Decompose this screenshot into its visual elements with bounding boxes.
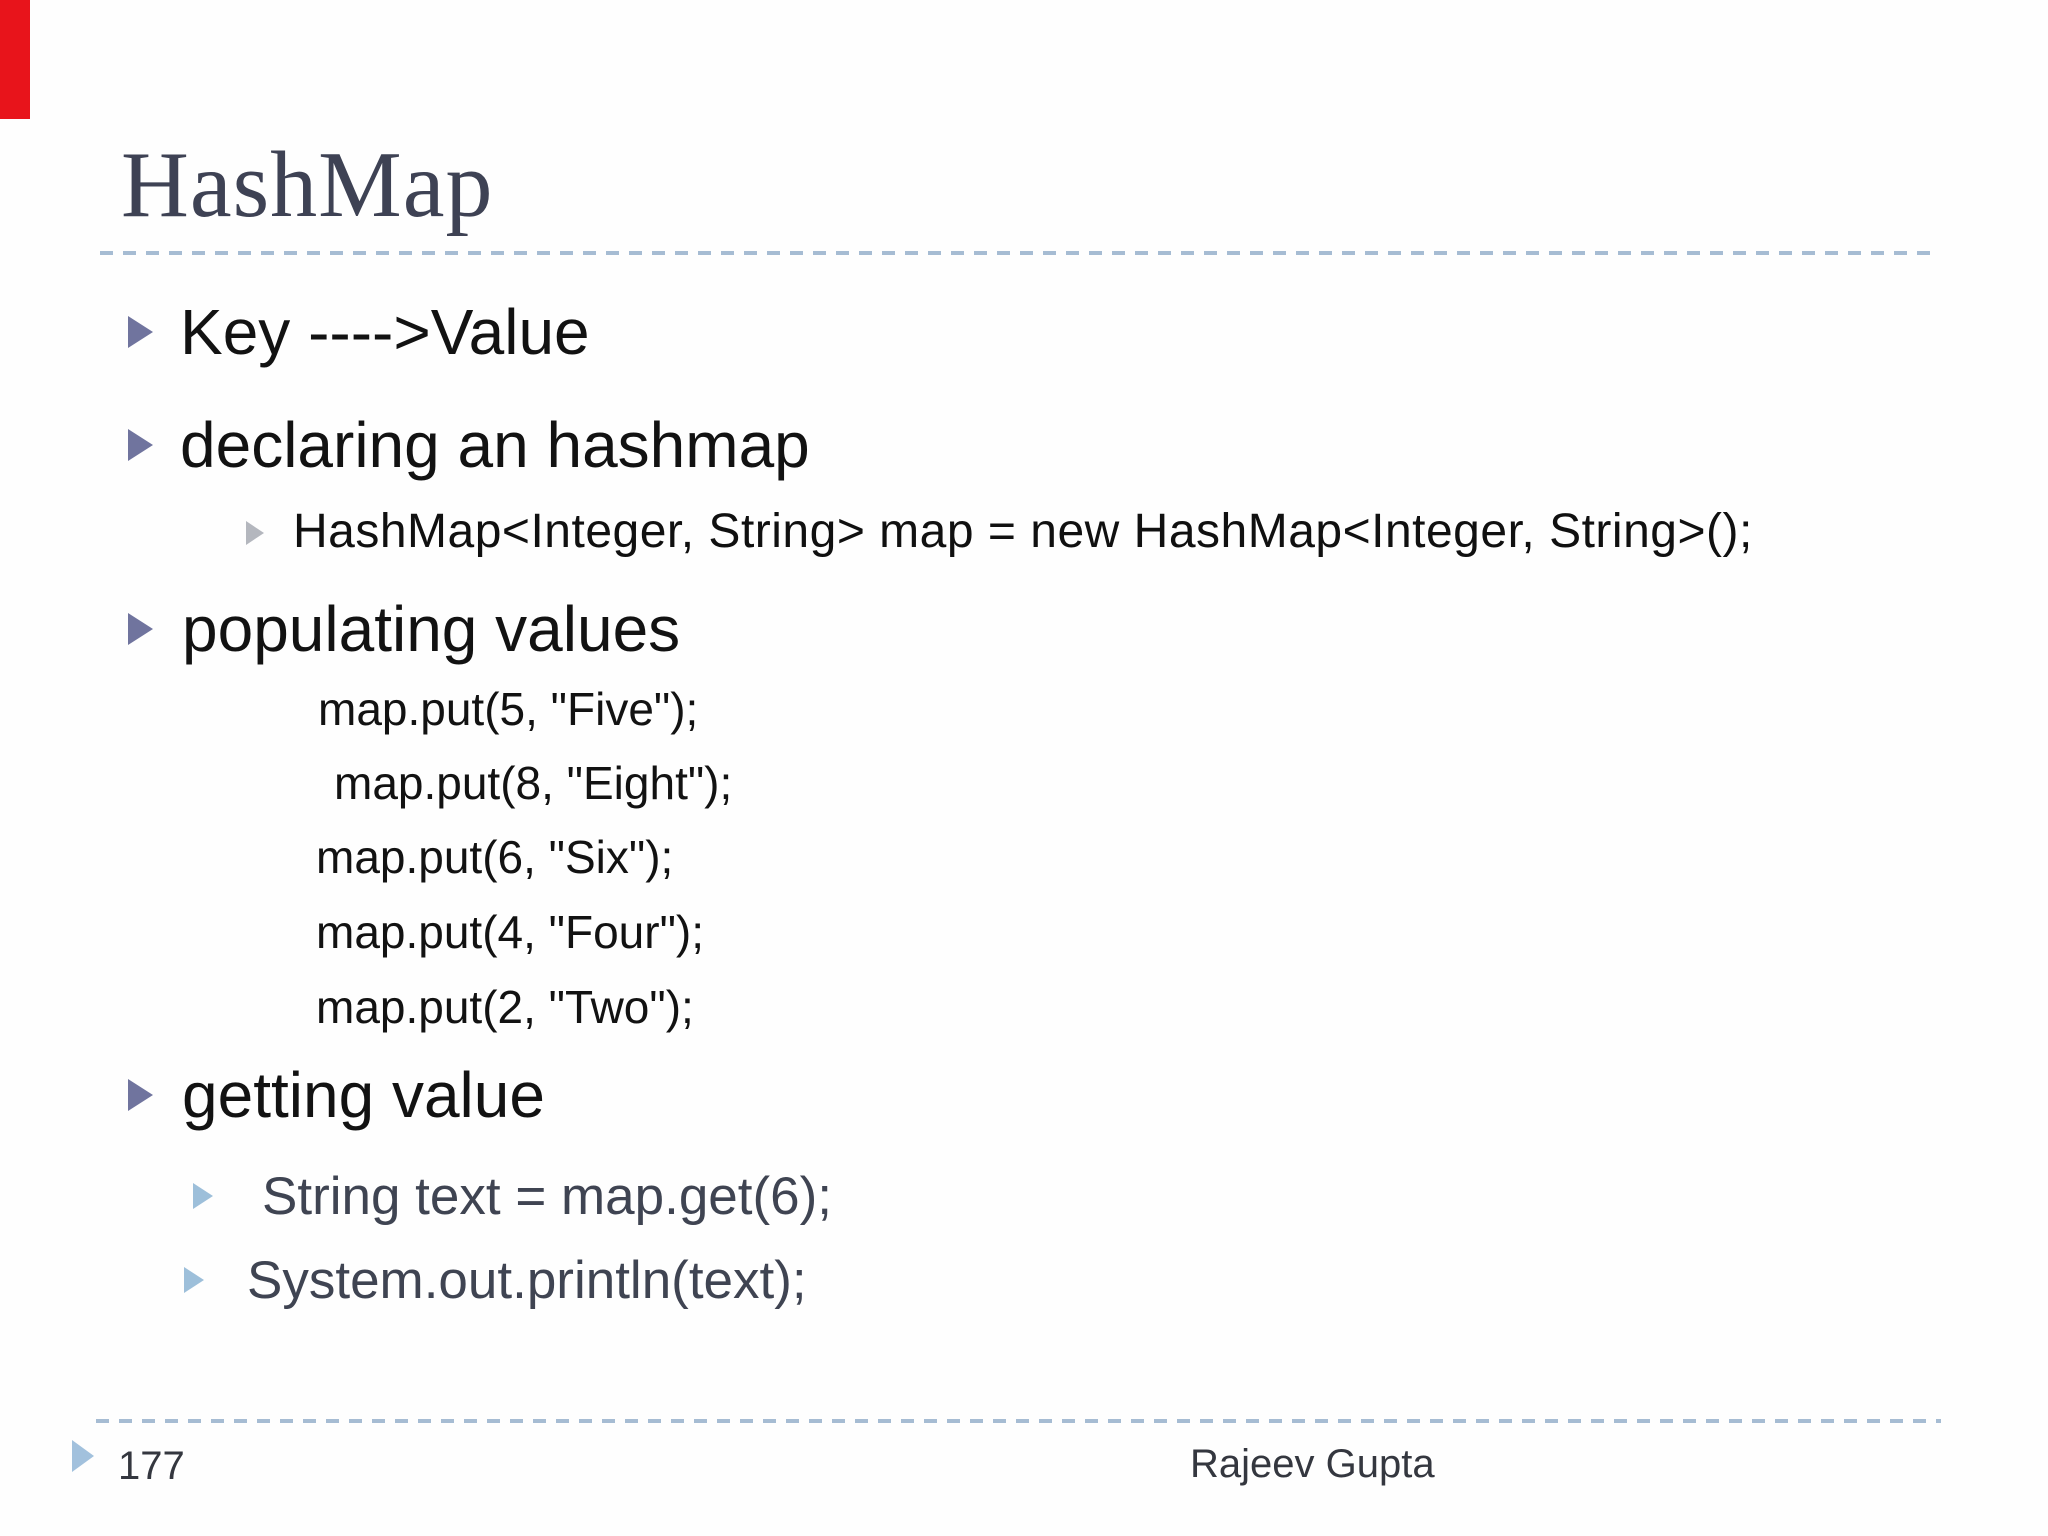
- page-number: 177: [118, 1444, 185, 1488]
- bullet-item-declaring: declaring an hashmap: [180, 409, 810, 481]
- sub-bullet-triangle-icon: [246, 521, 264, 545]
- title-divider-dashed-line: [100, 251, 1940, 255]
- code-line-map-get: String text = map.get(6);: [262, 1167, 833, 1226]
- bullet-item-getting-value: getting value: [182, 1059, 545, 1131]
- footer-triangle-icon: [72, 1440, 94, 1472]
- bullet-triangle-icon: [128, 613, 153, 645]
- red-accent-bar: [0, 0, 30, 119]
- code-line-put-six: map.put(6, "Six");: [316, 831, 674, 883]
- footer-divider-dashed-line: [96, 1419, 1941, 1423]
- bullet-triangle-icon: [128, 429, 153, 461]
- bullet-triangle-icon: [128, 1079, 153, 1111]
- code-line-put-eight: map.put(8, "Eight");: [334, 757, 733, 809]
- code-line-println: System.out.println(text);: [247, 1251, 807, 1310]
- code-line-put-two: map.put(2, "Two");: [316, 981, 694, 1033]
- bullet-item-populating: populating values: [182, 593, 681, 665]
- code-line-declaration: HashMap<Integer, String> map = new HashM…: [293, 505, 1753, 558]
- footer-author: Rajeev Gupta: [1190, 1442, 1435, 1486]
- slide-title: HashMap: [121, 133, 494, 237]
- sub-bullet-triangle-icon: [193, 1183, 213, 1209]
- bullet-item-key-value: Key ---->Value: [180, 296, 590, 368]
- bullet-triangle-icon: [128, 316, 153, 348]
- sub-bullet-triangle-icon: [184, 1267, 204, 1293]
- code-line-put-four: map.put(4, "Four");: [316, 906, 705, 958]
- code-line-put-five: map.put(5, "Five");: [318, 683, 699, 735]
